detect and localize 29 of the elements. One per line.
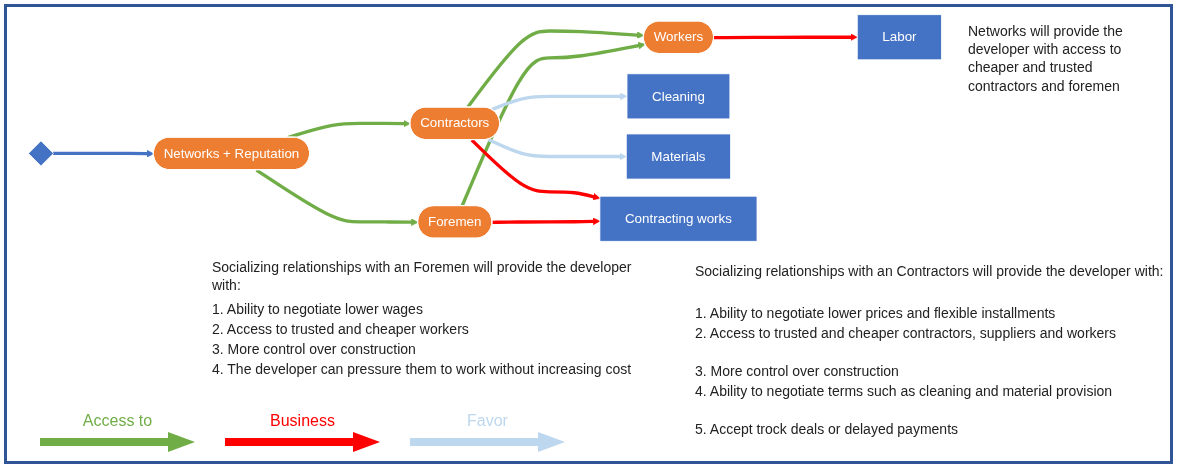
list-item: 5. Accept trock deals or delayed payments — [695, 420, 960, 439]
list-item: 4. Ability to negotiate terms such as cleaning and material provision — [695, 382, 1114, 401]
node-box: Materials — [625, 133, 732, 180]
note-text: Networks will provide the developer with access to cheaper and trusted contractors and foremen — [968, 22, 1124, 95]
node-box: Labor — [856, 14, 942, 61]
legend-label: Access to — [82, 412, 153, 430]
arrow — [491, 92, 628, 112]
list-item: 2. Access to trusted and cheaper contractors, suppliers and workers — [695, 324, 1117, 343]
legend-label: Favor — [467, 412, 508, 430]
arrow — [466, 29, 645, 109]
list-item: 2. Access to trusted and cheaper workers — [212, 320, 470, 339]
arrow — [713, 33, 858, 41]
legend-label: Business — [270, 412, 335, 430]
arrow — [487, 137, 627, 161]
intro-text: Socializing relationships with an Contractors will provide the developer with: — [695, 262, 1165, 281]
list-item: 1. Ability to negotiate lower wages — [212, 300, 424, 319]
arrow — [53, 150, 155, 158]
list-item: 1. Ability to negotiate lower prices and flexible installments — [695, 304, 1057, 323]
node-box: Contracting works — [599, 195, 758, 242]
arrow — [255, 168, 419, 226]
node-box: Cleaning — [626, 73, 731, 120]
arrow — [492, 217, 601, 225]
list-item: 3. More control over construction — [695, 362, 900, 381]
list-item: 3. More control over construction — [212, 340, 417, 359]
list-item: 4. The developer can pressure them to work without increasing cost — [212, 360, 633, 379]
intro-text: Socializing relationships with an Foremen will provide the developer with: — [212, 258, 633, 295]
node-diamond — [28, 140, 54, 167]
arrow — [460, 42, 646, 207]
arrow — [470, 138, 601, 201]
